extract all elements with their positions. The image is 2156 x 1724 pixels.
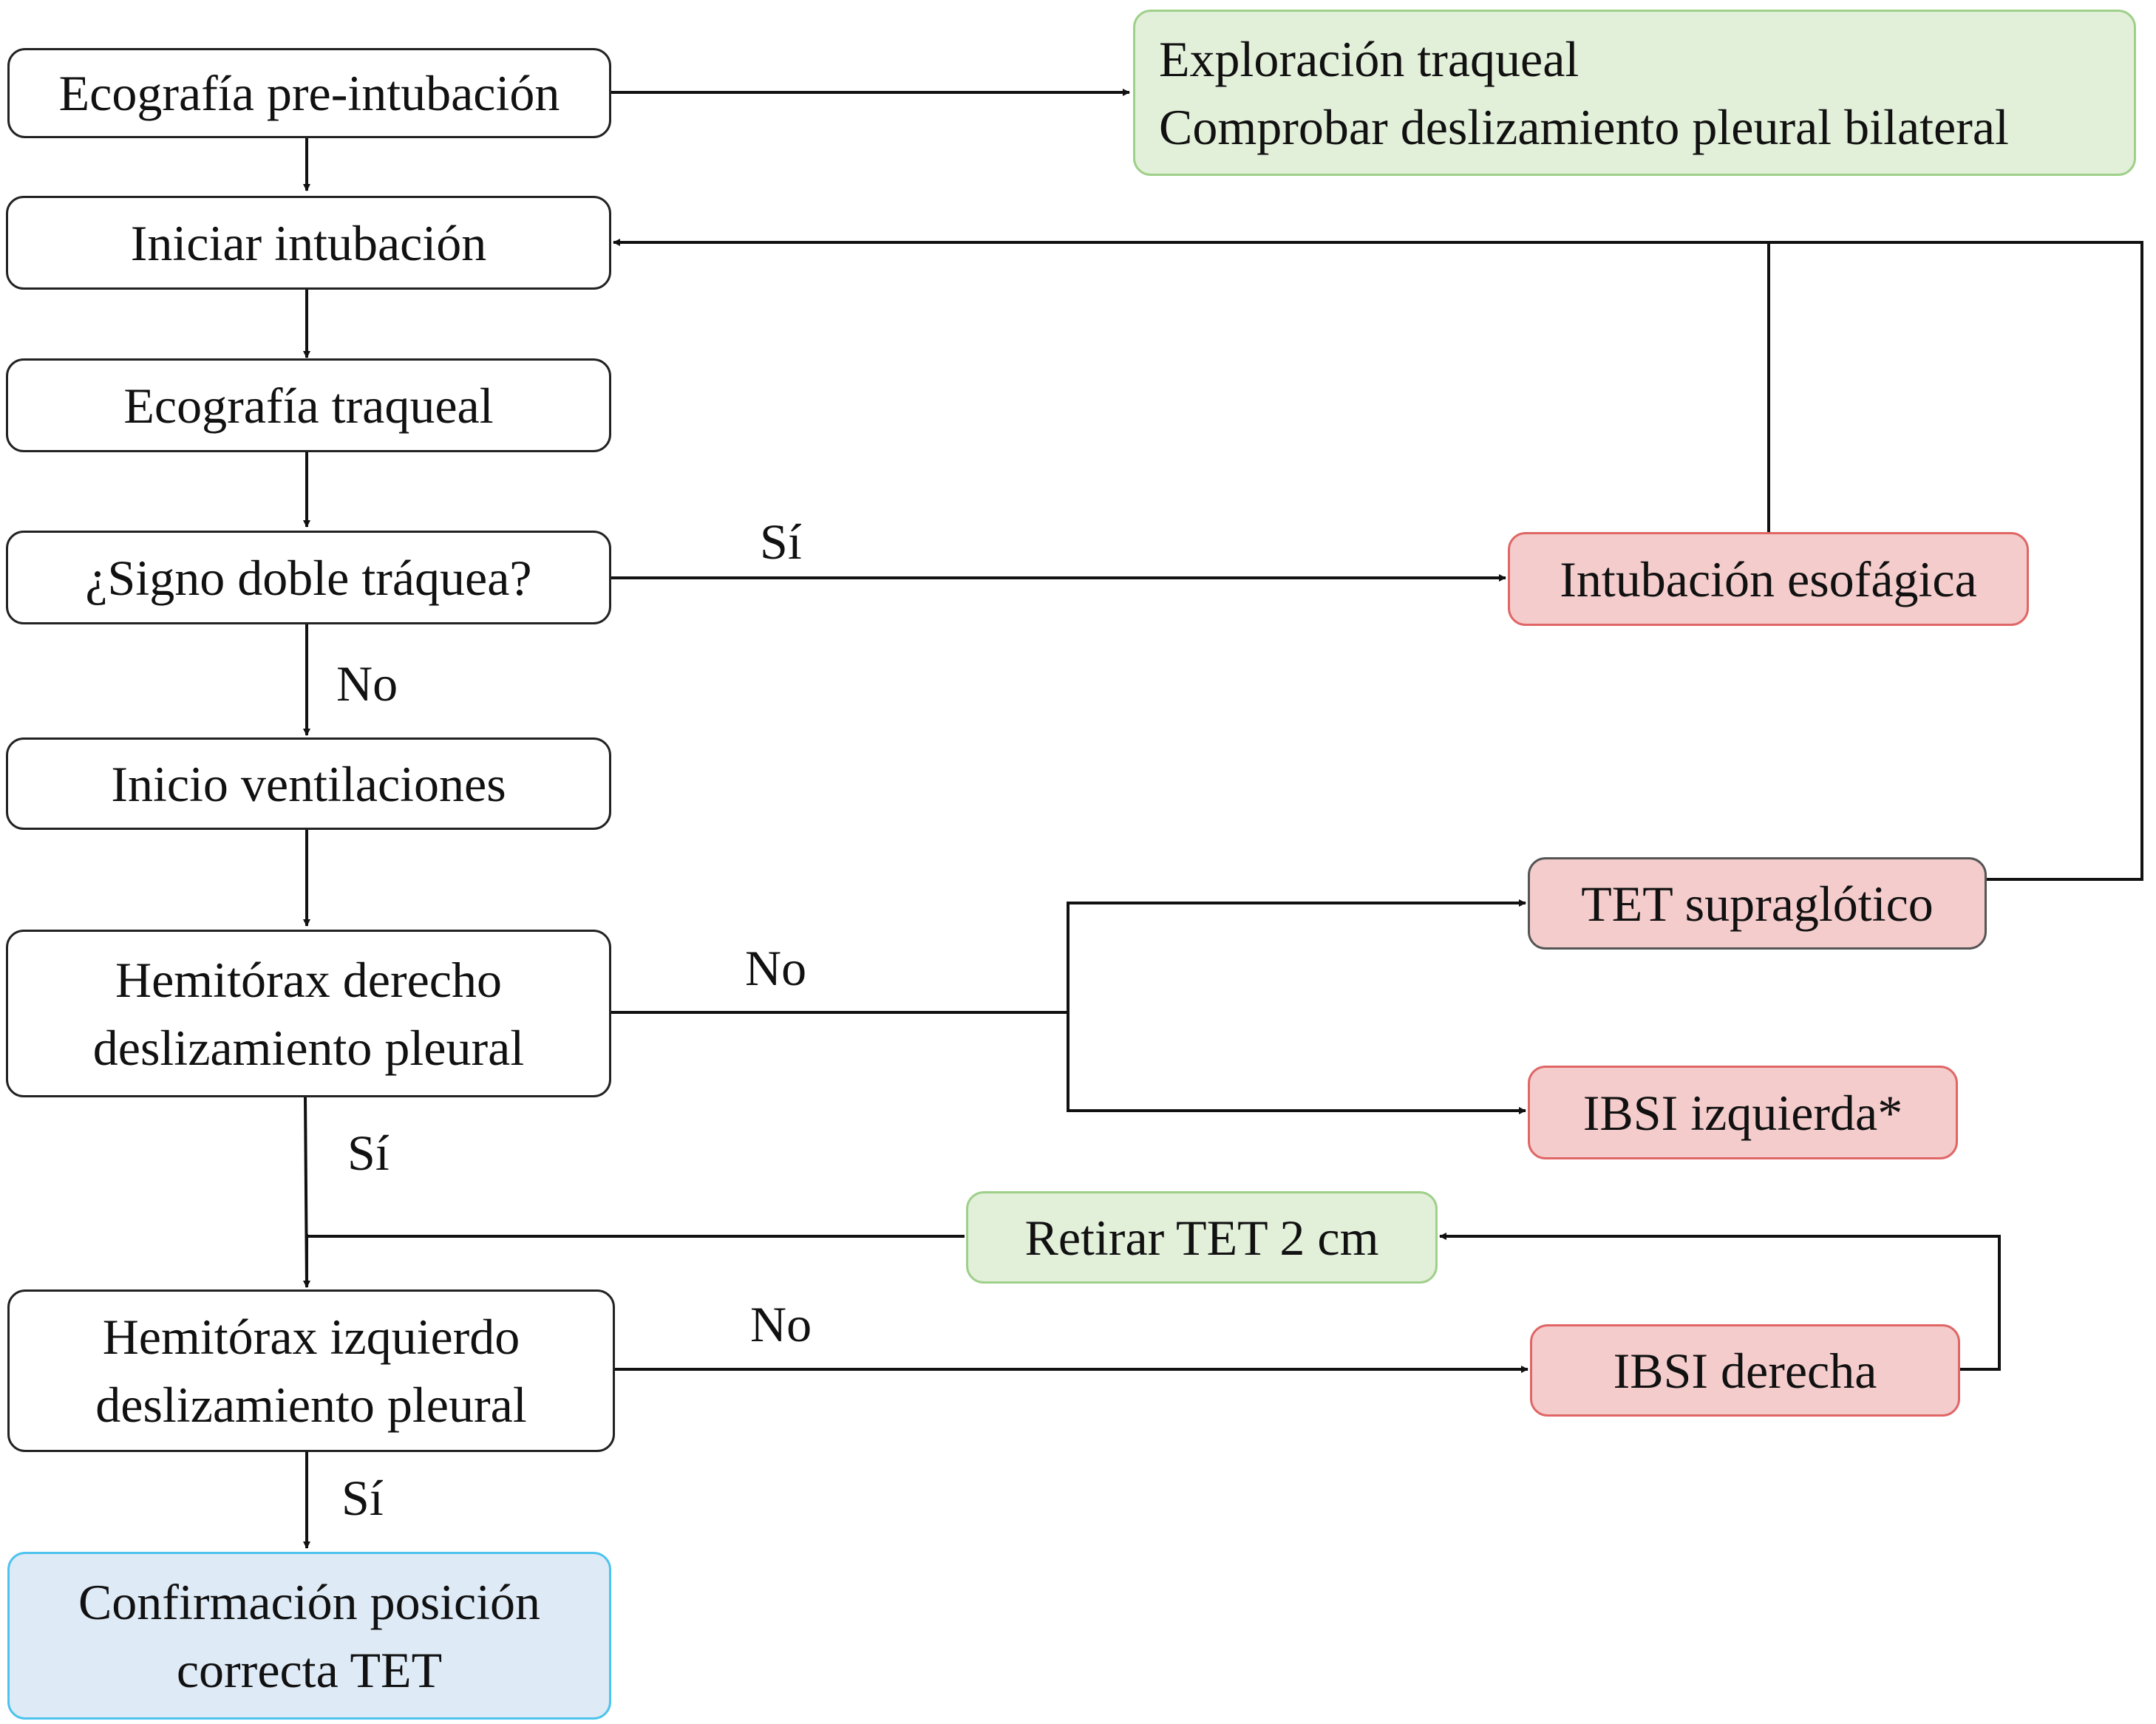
edge-to-supraglottic bbox=[1067, 899, 1526, 1012]
pre-intubation-ultrasound-label: Ecografía pre-intubación bbox=[58, 65, 560, 121]
exploration-line-2: Comprobar deslizamiento pleural bilatera… bbox=[1159, 98, 2009, 155]
edge-label-right-no: No bbox=[745, 940, 807, 996]
esophageal-intubation-label: Intubación esofágica bbox=[1560, 551, 1977, 607]
right-ibsi-label: IBSI derecha bbox=[1613, 1342, 1877, 1399]
edge-label-left-yes: Sí bbox=[341, 1470, 384, 1526]
supraglottic-box: TET supraglótico bbox=[1528, 857, 1987, 950]
edge-label-double-no: No bbox=[336, 655, 398, 712]
edge-label-left-no: No bbox=[750, 1296, 812, 1352]
retract-tube-label: Retirar TET 2 cm bbox=[1024, 1209, 1379, 1266]
start-intubation-label: Iniciar intubación bbox=[130, 214, 487, 271]
right-hemithorax-box: Hemitórax derecho deslizamiento pleural bbox=[6, 930, 611, 1097]
confirmation-box: Confirmación posición correcta TET bbox=[7, 1552, 611, 1720]
right-ibsi-box: IBSI derecha bbox=[1530, 1324, 1960, 1417]
supraglottic-label: TET supraglótico bbox=[1581, 875, 1934, 932]
left-ibsi-box: IBSI izquierda* bbox=[1528, 1066, 1958, 1159]
double-trachea-sign-box: ¿Signo doble tráquea? bbox=[6, 531, 611, 624]
confirmation-line-2: correcta TET bbox=[176, 1641, 443, 1698]
exploration-line-1: Exploración traqueal bbox=[1159, 30, 1579, 87]
start-intubation-box: Iniciar intubación bbox=[6, 196, 611, 290]
retract-tube-box: Retirar TET 2 cm bbox=[966, 1191, 1438, 1284]
left-hemithorax-box: Hemitórax izquierdo deslizamiento pleura… bbox=[7, 1289, 615, 1452]
double-trachea-sign-label: ¿Signo doble tráquea? bbox=[85, 549, 532, 606]
confirmation-line-1: Confirmación posición bbox=[78, 1573, 541, 1630]
right-hemithorax-line-2: deslizamiento pleural bbox=[92, 1019, 525, 1076]
right-hemithorax-line-1: Hemitórax derecho bbox=[115, 951, 502, 1008]
edge-right-ibsi-to-retract bbox=[1439, 1233, 2001, 1371]
exploration-box: Exploración traqueal Comprobar deslizami… bbox=[1133, 10, 2136, 176]
edge-label-double-yes: Sí bbox=[760, 514, 802, 570]
tracheal-ultrasound-box: Ecografía traqueal bbox=[6, 358, 611, 452]
edge-to-left-ibsi bbox=[1067, 1012, 1526, 1114]
start-ventilation-box: Inicio ventilaciones bbox=[6, 737, 611, 830]
start-ventilation-label: Inicio ventilaciones bbox=[111, 755, 506, 812]
esophageal-intubation-box: Intubación esofágica bbox=[1508, 532, 2029, 626]
tracheal-ultrasound-label: Ecografía traqueal bbox=[123, 377, 494, 434]
edge-supraglottic-loop bbox=[613, 239, 2143, 881]
left-hemithorax-line-2: deslizamiento pleural bbox=[95, 1377, 527, 1433]
left-hemithorax-line-1: Hemitórax izquierdo bbox=[102, 1309, 520, 1365]
pre-intubation-ultrasound-box: Ecografía pre-intubación bbox=[7, 48, 611, 138]
edge-label-right-yes: Sí bbox=[347, 1125, 390, 1181]
left-ibsi-label: IBSI izquierda* bbox=[1582, 1084, 1903, 1141]
